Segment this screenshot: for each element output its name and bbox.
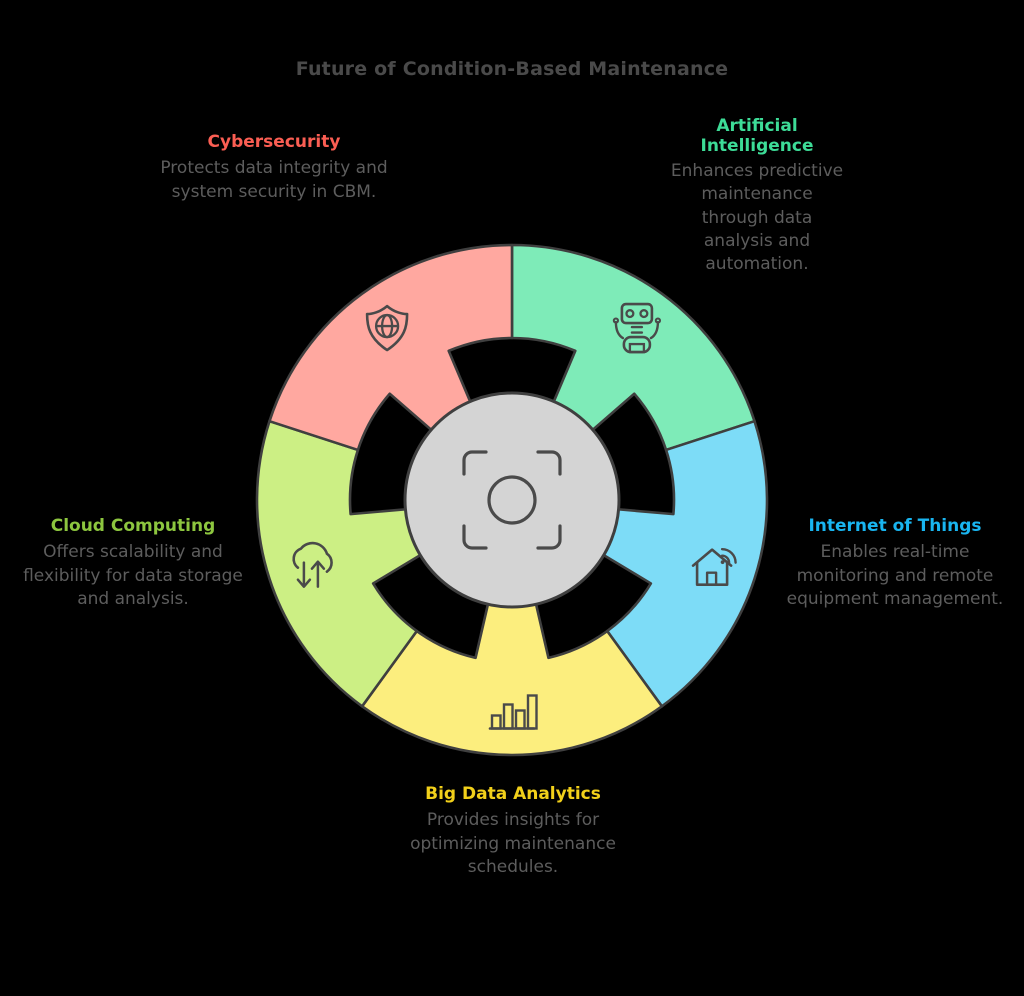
callout-cloud-computing[interactable]: Cloud Computing Offers scalability and f… (14, 516, 252, 611)
callout-cybersecurity[interactable]: Cybersecurity Protects data integrity an… (150, 132, 398, 204)
callout-label-cybersecurity: Cybersecurity (207, 132, 341, 152)
callout-big-data-analytics[interactable]: Big Data Analytics Provides insights for… (386, 784, 640, 879)
callout-label-internet-of-things: Internet of Things (808, 516, 982, 536)
callout-desc-cloud-computing: Offers scalability and flexibility for d… (23, 542, 243, 609)
callout-label-big-data-analytics: Big Data Analytics (425, 784, 601, 804)
page-title: Future of Condition-Based Maintenance (295, 58, 729, 80)
callout-label-artificial-intelligence: Artificial Intelligence (700, 116, 814, 157)
callout-artificial-intelligence[interactable]: Artificial Intelligence Enhances predict… (668, 116, 846, 277)
callout-desc-artificial-intelligence: Enhances predictive maintenance through … (670, 161, 844, 275)
callout-desc-internet-of-things: Enables real-time monitoring and remote … (786, 542, 1004, 609)
hub (403, 391, 621, 609)
donut-segment-cybersecurity[interactable] (268, 243, 514, 452)
segmented-donut-wheel (254, 242, 770, 758)
callout-label-cloud-computing: Cloud Computing (50, 516, 216, 536)
callout-desc-cybersecurity: Protects data integrity and system secur… (160, 158, 388, 202)
callout-desc-big-data-analytics: Provides insights for optimizing mainten… (410, 810, 616, 877)
callout-internet-of-things[interactable]: Internet of Things Enables real-time mon… (772, 516, 1018, 611)
